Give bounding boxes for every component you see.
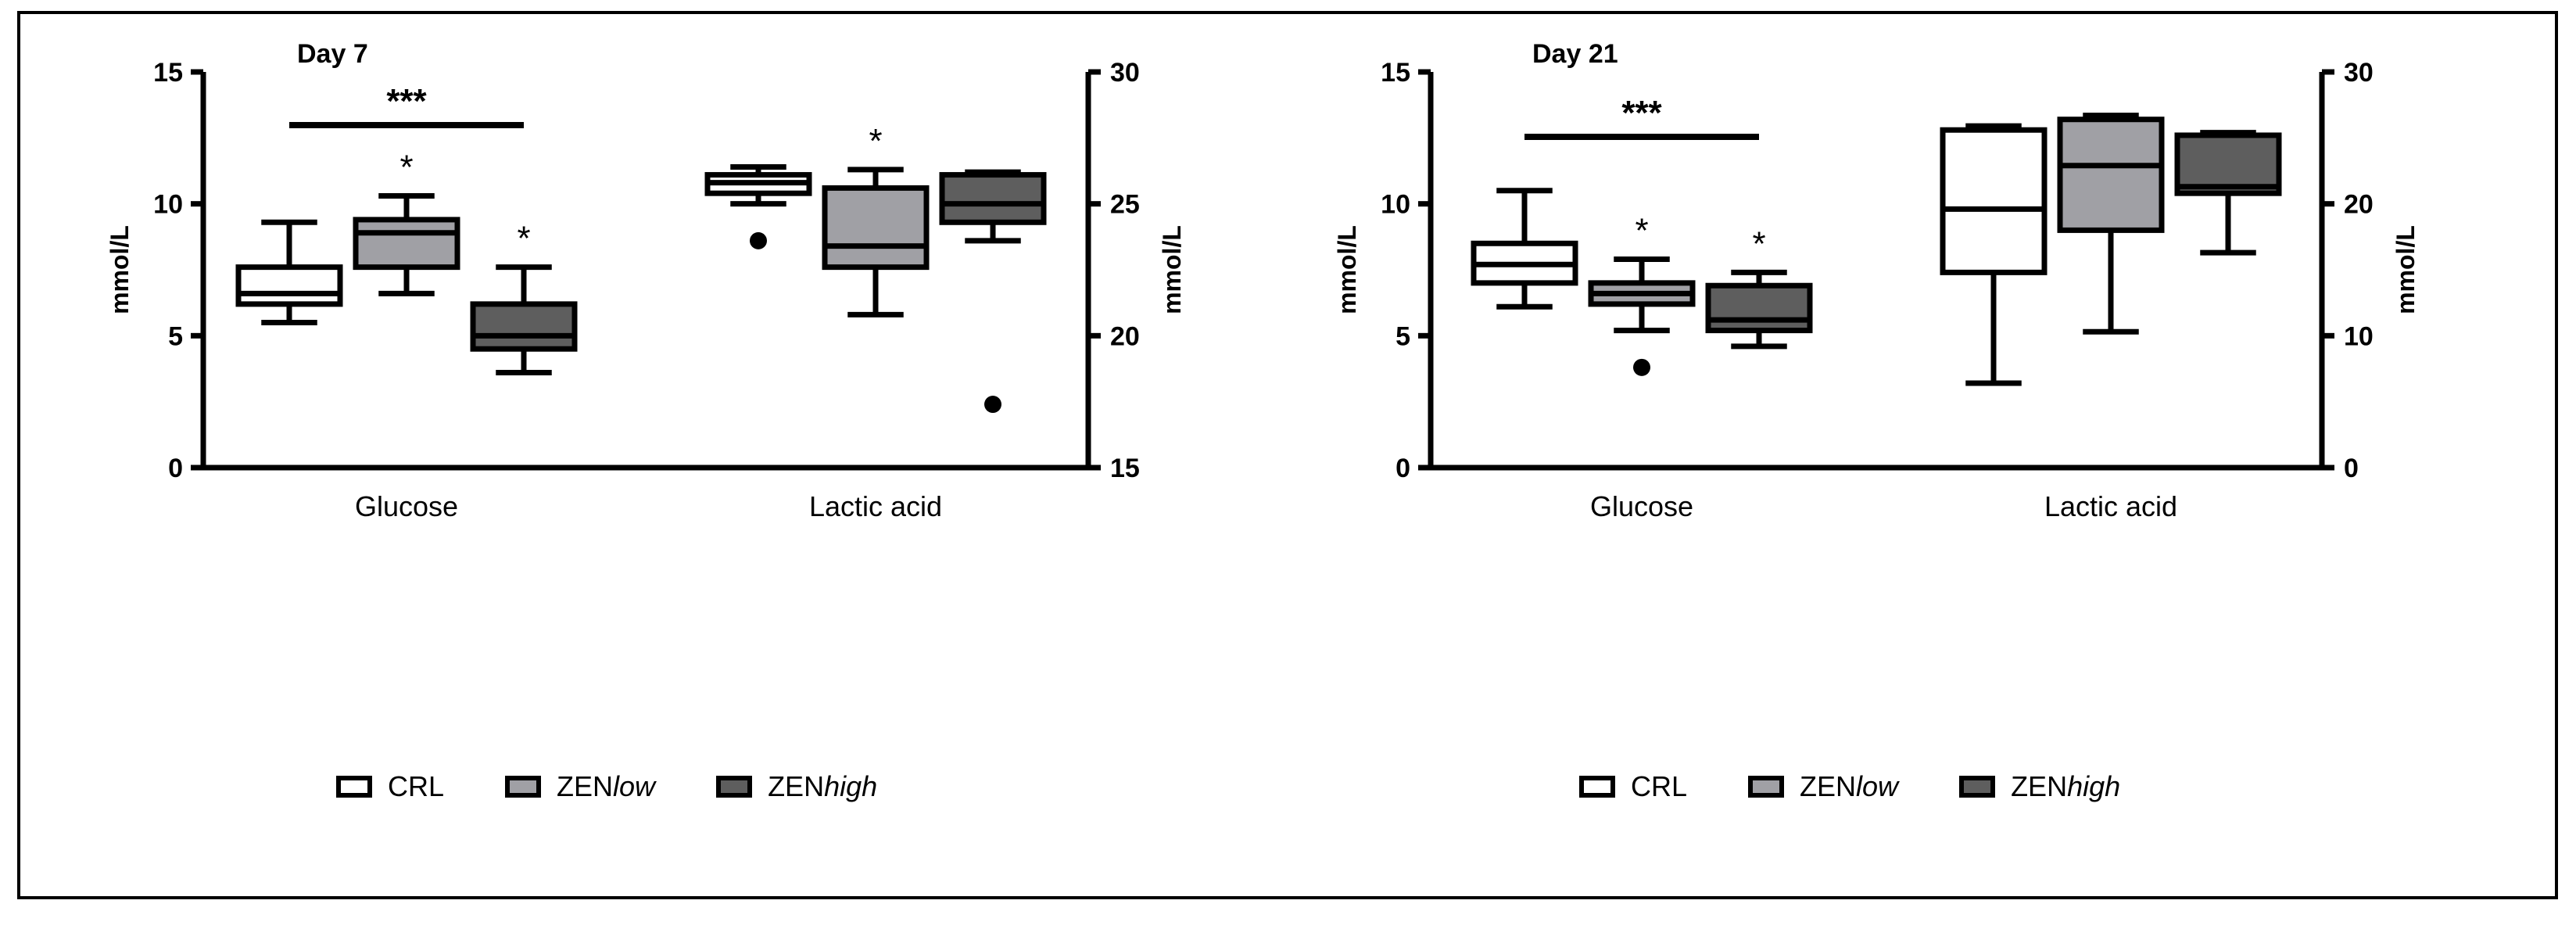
box-plot [704, 163, 812, 249]
significance-label-triple: *** [386, 82, 427, 120]
legend-swatch-zenlow [1748, 776, 1785, 798]
legend-label-zenlow: ZENlow [557, 770, 656, 802]
box-body [353, 217, 460, 271]
legend-swatch-zenhigh [1959, 776, 1996, 798]
box-plot [1940, 123, 2048, 386]
significance-label-single: * [869, 122, 882, 160]
right-axis-ticklabel: 20 [1110, 321, 1140, 351]
right-axis-ticklabel: 0 [2344, 454, 2359, 483]
box-body [2057, 117, 2165, 233]
box-plot [235, 219, 343, 325]
outlier-point [984, 396, 1001, 414]
left-axis-ticklabel: 10 [153, 190, 183, 220]
category-label: Glucose [355, 490, 458, 522]
box-plot [470, 264, 578, 376]
box-body [2174, 132, 2282, 196]
left-axis-ticklabel: 15 [153, 58, 183, 88]
box-plot [2057, 113, 2165, 335]
outlier-point [750, 231, 767, 249]
legend-swatch-crl [336, 776, 372, 798]
panel-title-day-21: Day 21 [1532, 39, 1618, 69]
left-axis-ticklabel: 0 [1395, 454, 1410, 483]
right-axis-title: mmol/L [1158, 225, 1186, 314]
significance-label-single: * [517, 220, 530, 258]
right-axis-ticklabel: 30 [2344, 58, 2374, 88]
panel-title-day-7: Day 7 [297, 39, 368, 69]
legend-item-zenlow[interactable]: ZENlow [505, 770, 655, 803]
right-axis-title: mmol/L [2391, 225, 2420, 314]
significance-label-triple: *** [1621, 94, 1662, 132]
legend-label-crl: CRL [1631, 770, 1688, 802]
box-body [1705, 282, 1813, 334]
legend-swatch-zenhigh [716, 776, 753, 798]
left-axis-ticklabel: 10 [1381, 190, 1410, 220]
box-body [470, 301, 578, 352]
right-axis-ticklabel: 20 [2344, 190, 2374, 220]
figure-border [17, 11, 2558, 899]
significance-label-single: * [1635, 212, 1648, 250]
significance-label-single: * [1752, 224, 1765, 263]
box-plot [353, 193, 460, 296]
legend-label-zenhigh: ZENhigh [2011, 770, 2121, 802]
legend-item-zenlow[interactable]: ZENlow [1748, 770, 1898, 803]
left-axis-ticklabel: 15 [1381, 58, 1410, 88]
legend-label-zenhigh: ZENhigh [768, 770, 878, 802]
outlier-point [1633, 358, 1650, 376]
legend-item-crl[interactable]: CRL [1579, 770, 1687, 803]
legend-day-21: CRL ZENlow ZENhigh [1579, 770, 2120, 803]
box-body [939, 172, 1047, 225]
category-label: Lactic acid [2044, 490, 2177, 522]
left-axis-ticklabel: 5 [168, 321, 183, 351]
legend-item-crl[interactable]: CRL [336, 770, 444, 803]
legend-label-crl: CRL [388, 770, 445, 802]
right-axis-ticklabel: 25 [1110, 190, 1140, 220]
left-axis-title: mmol/L [106, 225, 134, 314]
legend-swatch-crl [1579, 776, 1615, 798]
legend-day-7: CRL ZENlow ZENhigh [336, 770, 877, 803]
box-plot [2174, 130, 2282, 256]
left-axis-ticklabel: 0 [168, 454, 183, 483]
box-body [235, 264, 343, 307]
box-plot [1705, 269, 1813, 350]
legend-item-zenhigh[interactable]: ZENhigh [1959, 770, 2120, 803]
box-plot [822, 167, 930, 317]
right-axis-ticklabel: 30 [1110, 58, 1140, 88]
left-axis-ticklabel: 5 [1395, 321, 1410, 351]
legend-item-zenhigh[interactable]: ZENhigh [716, 770, 877, 803]
category-label: Lactic acid [809, 490, 942, 522]
right-axis-ticklabel: 15 [1110, 454, 1140, 483]
significance-label-single: * [399, 149, 413, 187]
box-plot [1471, 188, 1578, 310]
category-label: Glucose [1590, 490, 1693, 522]
left-axis-title: mmol/L [1333, 225, 1361, 314]
box-plot [1588, 256, 1696, 376]
box-body [1940, 127, 2048, 275]
box-body [822, 185, 930, 271]
right-axis-ticklabel: 10 [2344, 321, 2374, 351]
box-plot [939, 169, 1047, 414]
legend-swatch-zenlow [505, 776, 542, 798]
legend-label-zenlow: ZENlow [1800, 770, 1899, 802]
